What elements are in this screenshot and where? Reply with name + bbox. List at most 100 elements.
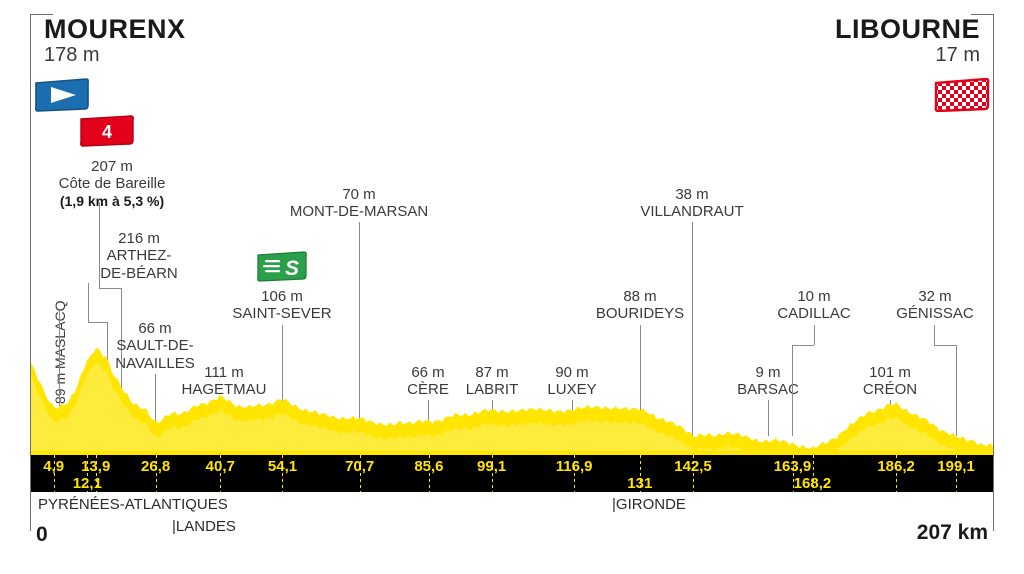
intermediate-sprint-flag-icon: S xyxy=(256,251,308,282)
km-tick xyxy=(956,455,958,492)
poi-label-luxey: 90 m LUXEY xyxy=(540,364,604,399)
poi-label-hagetmau: 111 m HAGETMAU xyxy=(168,364,280,399)
km-band: 4,913,926,840,754,170,785,699,1116,9142,… xyxy=(31,455,993,492)
poi-label-creon: 101 m CRÉON xyxy=(855,364,925,399)
leader-line-cere xyxy=(428,400,429,436)
km-band-top-rule xyxy=(31,451,993,455)
poi-arthez-name2: DE-BÉARN xyxy=(100,264,178,282)
distance-start-label: 0 xyxy=(36,523,48,546)
km-marker: 163,9 xyxy=(774,458,812,475)
poi-saint-sever-altitude: 106 m xyxy=(261,288,303,305)
leader-line-cadillac xyxy=(814,325,815,345)
km-tick xyxy=(220,455,222,492)
leader-line-saint-sever xyxy=(282,325,283,436)
poi-genissac-altitude: 32 m xyxy=(918,288,952,305)
leader-line-cadillac-v2 xyxy=(792,345,793,436)
km-marker: 116,9 xyxy=(556,458,593,475)
poi-label-barsac: 9 m BARSAC xyxy=(733,364,803,399)
poi-label-cadillac: 10 m CADILLAC xyxy=(768,288,860,323)
km-tick xyxy=(792,455,794,492)
poi-luxey-altitude: 90 m xyxy=(555,364,589,381)
poi-arthez-altitude: 216 m xyxy=(118,230,160,247)
start-city-name: MOURENX xyxy=(44,14,186,44)
poi-mdm-altitude: 70 m xyxy=(342,186,376,203)
km-tick xyxy=(53,455,55,492)
km-tick xyxy=(896,455,898,492)
leader-line-villandraut xyxy=(692,222,693,436)
poi-cadillac-name: CADILLAC xyxy=(777,305,851,323)
poi-label-sault-de-navailles: 66 m SAULT-DE- NAVAILLES xyxy=(100,320,210,372)
poi-label-genissac: 32 m GÉNISSAC xyxy=(885,288,985,323)
poi-hagetmau-altitude: 111 m xyxy=(204,364,244,381)
poi-villandraut-name: VILLANDRAUT xyxy=(640,203,744,221)
departement-landes: |LANDES xyxy=(172,518,236,535)
start-city-altitude: 178 m xyxy=(44,44,100,66)
km-marker: 199,1 xyxy=(937,458,975,475)
km-tick xyxy=(639,455,641,492)
poi-bourideys-name: BOURIDEYS xyxy=(595,305,685,323)
poi-creon-name: CRÉON xyxy=(862,381,918,399)
poi-label-saint-sever: 106 m SAINT-SEVER xyxy=(226,288,338,323)
leader-line-climb xyxy=(99,202,100,288)
leader-line-barsac xyxy=(768,400,769,436)
km-tick xyxy=(87,455,89,492)
poi-sault-name2: NAVAILLES xyxy=(115,354,195,372)
svg-text:S: S xyxy=(285,257,299,280)
start-city-block: MOURENX 178 m xyxy=(44,16,186,68)
finish-city-block: LIBOURNE 17 m xyxy=(835,16,980,68)
frame-bracket-left xyxy=(30,14,53,531)
category-4-climb-flag-icon: 4 xyxy=(79,115,135,147)
climb-name: Côte de Bareille xyxy=(58,175,166,193)
poi-genissac-name: GÉNISSAC xyxy=(896,305,974,323)
km-tick xyxy=(155,455,157,492)
poi-bourideys-altitude: 88 m xyxy=(623,288,657,305)
km-tick xyxy=(282,455,284,492)
poi-arthez-name: ARTHEZ- xyxy=(106,247,172,265)
poi-labrit-name: LABRIT xyxy=(465,381,519,399)
leader-line-genissac-h xyxy=(934,345,956,346)
poi-label-mont-de-marsan: 70 m MONT-DE-MARSAN xyxy=(280,186,438,221)
km-marker: 186,2 xyxy=(877,458,915,475)
climb-detail: (1,9 km à 5,3 %) xyxy=(59,192,165,209)
poi-creon-altitude: 101 m xyxy=(869,364,911,381)
poi-labrit-altitude: 87 m xyxy=(475,364,509,381)
poi-label-villandraut: 38 m VILLANDRAUT xyxy=(630,186,754,221)
km-tick xyxy=(95,455,97,492)
poi-hagetmau-name: HAGETMAU xyxy=(181,381,267,399)
km-tick xyxy=(428,455,430,492)
km-tick xyxy=(359,455,361,492)
km-tick xyxy=(491,455,493,492)
leader-line-arthez xyxy=(88,283,89,322)
departement-pyrenees-atlantiques: PYRÉNÉES-ATLANTIQUES xyxy=(38,496,228,513)
leader-line-bourideys xyxy=(640,325,641,436)
departement-gironde: |GIRONDE xyxy=(612,496,686,513)
poi-barsac-name: BARSAC xyxy=(737,381,799,399)
leader-line-maslacq xyxy=(59,310,60,436)
km-marker: 168,2 xyxy=(794,475,832,492)
climb-altitude: 207 m xyxy=(91,158,133,175)
poi-label-arthez-de-bearn: 216 m ARTHEZ- DE-BÉARN xyxy=(84,230,194,282)
poi-villandraut-altitude: 38 m xyxy=(675,186,709,203)
frame-bracket-right xyxy=(971,14,994,531)
checkered-finish-flag-icon xyxy=(934,78,990,112)
poi-luxey-name: LUXEY xyxy=(547,381,597,399)
leader-line-climb-h xyxy=(99,288,121,289)
finish-city-altitude: 17 m xyxy=(935,44,980,66)
km-tick xyxy=(812,455,814,492)
poi-label-labrit: 87 m LABRIT xyxy=(460,364,524,399)
leader-line-sault xyxy=(155,374,156,436)
poi-cere-name: CÈRE xyxy=(407,381,449,399)
leader-line-genissac-v2 xyxy=(956,345,957,436)
distance-end-label: 207 km xyxy=(916,521,988,544)
leader-line-mont-de-marsan xyxy=(359,222,360,436)
poi-label-cote-de-bareille: 207 m Côte de Bareille (1,9 km à 5,3 %) xyxy=(50,158,174,209)
leader-line-arthez-h xyxy=(88,322,107,323)
poi-sault-name: SAULT-DE- xyxy=(116,337,194,355)
poi-label-bourideys: 88 m BOURIDEYS xyxy=(585,288,695,323)
elevation-profile xyxy=(31,330,993,455)
leader-line-cadillac-h xyxy=(792,345,814,346)
climb-category-number: 4 xyxy=(102,122,112,142)
poi-saint-sever-name: SAINT-SEVER xyxy=(232,305,332,323)
poi-mdm-name: MONT-DE-MARSAN xyxy=(289,203,429,221)
